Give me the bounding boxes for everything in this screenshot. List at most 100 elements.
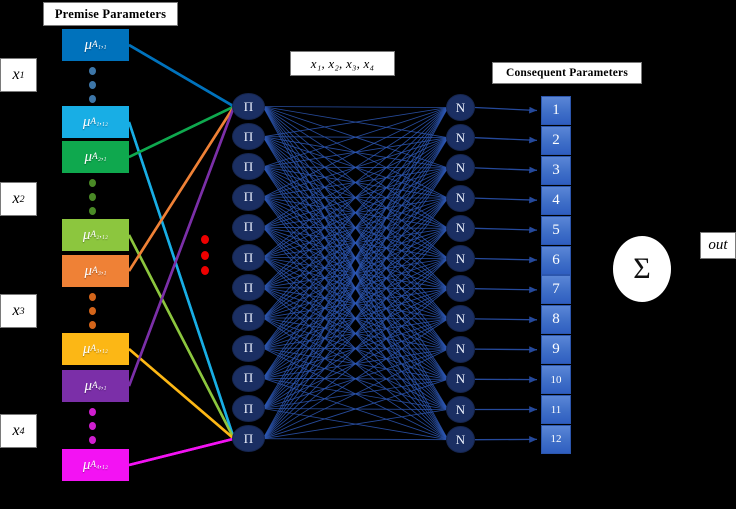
product-node-3-label: Π bbox=[243, 158, 254, 174]
norm-node-8[interactable]: N bbox=[446, 305, 475, 333]
mf-a1-12-mu: μ bbox=[82, 113, 91, 130]
mf-ellipsis-3 bbox=[86, 293, 98, 329]
product-node-2[interactable]: Π bbox=[232, 123, 265, 151]
consequent-cell-7[interactable]: 7 bbox=[541, 275, 571, 305]
norm-node-11[interactable]: N bbox=[446, 396, 475, 423]
x-label-1-sub: 1 bbox=[19, 69, 25, 81]
header-inputs: x₁, x₂, x₃, x₄ bbox=[290, 51, 395, 76]
product-node-7[interactable]: Π bbox=[232, 274, 265, 302]
product-node-2-label: Π bbox=[243, 128, 254, 144]
mf-a4-12-sub: A₄,₁₂ bbox=[90, 460, 109, 470]
norm-node-6-label: N bbox=[455, 250, 466, 266]
consequent-cell-8-label: 8 bbox=[552, 311, 560, 328]
norm-node-9-label: N bbox=[455, 341, 466, 357]
mf-a1-1-sub: A₁,₁ bbox=[92, 40, 107, 50]
rule-ellipsis bbox=[199, 235, 211, 275]
product-node-10-label: Π bbox=[243, 370, 254, 386]
consequent-cell-1[interactable]: 1 bbox=[541, 96, 571, 125]
product-node-12[interactable]: Π bbox=[232, 425, 265, 453]
consequent-cell-9[interactable]: 9 bbox=[541, 335, 571, 365]
product-node-8[interactable]: Π bbox=[232, 304, 265, 332]
norm-node-3[interactable]: N bbox=[446, 154, 475, 182]
mf-ellipsis-2 bbox=[86, 179, 98, 215]
norm-node-3-label: N bbox=[455, 159, 466, 175]
consequent-cell-11[interactable]: 11 bbox=[541, 395, 571, 424]
consequent-cell-6[interactable]: 6 bbox=[541, 245, 571, 275]
consequent-cell-5-label: 5 bbox=[552, 221, 560, 238]
product-node-10[interactable]: Π bbox=[232, 364, 265, 392]
consequent-cell-8[interactable]: 8 bbox=[541, 305, 571, 335]
norm-node-5[interactable]: N bbox=[446, 214, 475, 242]
norm-node-8-label: N bbox=[455, 310, 466, 326]
x-label-2-sub: 2 bbox=[19, 193, 25, 205]
header-consequent-parameters: Consequent Parameters bbox=[492, 62, 642, 84]
norm-node-1[interactable]: N bbox=[446, 94, 475, 121]
product-node-6-label: Π bbox=[243, 249, 254, 265]
norm-node-5-label: N bbox=[455, 220, 466, 236]
mf-a2-12-mu: μ bbox=[82, 226, 91, 243]
norm-node-12[interactable]: N bbox=[446, 426, 475, 454]
output-label: out bbox=[700, 232, 736, 259]
sum-node[interactable]: Σ bbox=[613, 236, 671, 302]
consequent-cell-10-label: 10 bbox=[550, 373, 562, 386]
product-node-11-label: Π bbox=[243, 400, 254, 416]
mf-a4-1-sub: A₄,₁ bbox=[92, 381, 107, 391]
product-node-3[interactable]: Π bbox=[232, 153, 265, 181]
mf-a3-12-sub: A₃,₁₂ bbox=[90, 344, 109, 354]
norm-node-6[interactable]: N bbox=[446, 245, 475, 272]
mf-a4-12-mu: μ bbox=[82, 456, 91, 473]
consequent-cell-4[interactable]: 4 bbox=[541, 185, 571, 215]
mf-a2-12-sub: A₂,₁₂ bbox=[90, 230, 109, 240]
product-node-8-label: Π bbox=[243, 309, 254, 325]
product-node-7-label: Π bbox=[243, 279, 254, 295]
product-node-4-label: Π bbox=[243, 189, 254, 205]
product-node-1-label: Π bbox=[243, 98, 254, 114]
consequent-cell-5[interactable]: 5 bbox=[541, 215, 571, 245]
consequent-cell-12-label: 12 bbox=[550, 433, 562, 446]
norm-node-7-label: N bbox=[455, 280, 466, 296]
product-node-6[interactable]: Π bbox=[232, 244, 265, 271]
mf-ellipsis-4 bbox=[86, 408, 98, 444]
product-node-1[interactable]: Π bbox=[232, 93, 265, 120]
product-node-5-label: Π bbox=[243, 219, 254, 235]
x-label-2-text: x bbox=[12, 190, 20, 207]
product-node-5[interactable]: Π bbox=[232, 213, 265, 241]
x-label-3-sub: 3 bbox=[19, 305, 25, 317]
mf-a4-1-mu: μ bbox=[84, 377, 93, 394]
consequent-cell-4-label: 4 bbox=[552, 191, 560, 208]
norm-node-10[interactable]: N bbox=[446, 365, 475, 393]
consequent-cell-11-label: 11 bbox=[550, 403, 562, 416]
consequent-cell-12[interactable]: 12 bbox=[541, 424, 571, 454]
mf-a1-1-mu: μ bbox=[84, 36, 93, 53]
norm-node-7[interactable]: N bbox=[446, 275, 475, 303]
consequent-cell-3-label: 3 bbox=[552, 161, 560, 178]
norm-node-4[interactable]: N bbox=[446, 184, 475, 212]
x-label-1-text: x bbox=[12, 66, 20, 83]
norm-node-9[interactable]: N bbox=[446, 335, 475, 363]
mf-a3-1-sub: A₃,₁ bbox=[92, 266, 107, 276]
norm-node-2[interactable]: N bbox=[446, 124, 475, 152]
product-node-9[interactable]: Π bbox=[232, 334, 265, 362]
norm-node-10-label: N bbox=[455, 371, 466, 387]
norm-node-12-label: N bbox=[455, 431, 466, 447]
consequent-cell-2[interactable]: 2 bbox=[541, 125, 571, 155]
product-node-12-label: Π bbox=[243, 430, 254, 446]
product-node-11[interactable]: Π bbox=[232, 395, 265, 422]
consequent-cell-10[interactable]: 10 bbox=[541, 365, 571, 395]
consequent-cell-3[interactable]: 3 bbox=[541, 155, 571, 185]
product-node-4[interactable]: Π bbox=[232, 183, 265, 211]
header-premise-parameters: Premise Parameters bbox=[43, 2, 178, 26]
mf-a2-1-mu: μ bbox=[84, 148, 93, 165]
